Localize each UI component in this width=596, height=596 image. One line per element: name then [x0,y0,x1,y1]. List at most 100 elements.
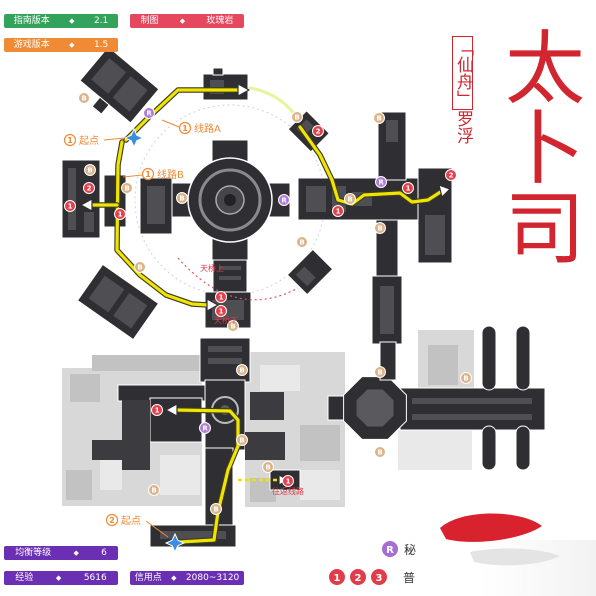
badge-label: 制图 [140,16,159,26]
b-marker: B [374,222,386,234]
badge-label: 经验 [15,573,34,583]
sparkle-icon [123,127,145,149]
r-marker: R [375,176,387,188]
marker-label: B [377,449,382,457]
callout-text: 线路A [194,122,221,135]
marker-label: 1 [155,407,160,415]
badge-value: 5616 [83,573,107,583]
marker-label: R [146,110,152,118]
optional-route-arc [248,86,298,118]
lower-district [62,337,347,548]
route-a [123,83,451,207]
badge-value: 2.1 [93,16,109,26]
marker-label: 1 [118,211,123,219]
marker-label: B [87,167,92,175]
badge-value: 玫瑰岩 [206,16,234,26]
badge-value: 2080~3120 [185,573,240,583]
badge-label: 信用点 [134,573,162,583]
badge-label: 指南版本 [13,16,50,26]
arrowhead-icon [80,198,93,212]
badge-label: 游戏版本 [13,40,50,50]
bridge-upper-label: 天桥上 [200,263,224,273]
callout-number: 1 [145,170,151,179]
arrowhead-icon [206,298,219,312]
red-number-marker: 1 [282,475,294,487]
marker-label: 2 [87,185,92,193]
marker-label: R [202,425,208,433]
marker-label: R [281,197,287,205]
b-marker: B [373,112,385,124]
marker-label: B [377,369,382,377]
marker-label: 1 [219,308,224,316]
callout-number: 1 [182,124,188,133]
marker-label: B [124,185,129,193]
red-number-marker: 1 [215,291,227,303]
b-marker: B [236,364,248,376]
arrowhead-icon [438,184,451,198]
route-a-callout: 1 线路A [161,119,221,135]
stamp-rest: 罗浮 [453,110,473,144]
badge-value: 1.5 [93,40,109,50]
legend-number: 1 [334,573,341,584]
bridge-dotted-line [177,257,299,301]
b-marker: B [84,164,96,176]
marker-label: B [299,239,304,247]
stamp-bracketed: 「仙舟」 [452,36,473,110]
marker-label: B [230,323,235,331]
badge-label: 均衡等级 [15,548,52,558]
red-number-marker: 1 [64,200,76,212]
marker-label: B [463,375,468,383]
arrowhead-icon [237,83,250,97]
marker-label: B [213,506,218,514]
legend-number-text: 普 [403,571,415,585]
east-district [343,217,546,471]
equilibrium-level-badge: 均衡等级 ◆ 6 [4,546,118,560]
marker-label: B [294,114,299,122]
red-number-marker: 1 [215,305,227,317]
marker-label: 2 [316,128,321,136]
b-marker: B [227,320,239,332]
marker-label: B [376,115,381,123]
legend-number: 2 [355,573,362,584]
b-marker: B [374,366,386,378]
diamond-icon: ◆ [69,17,75,25]
marker-label: B [347,196,352,204]
bridge-lower-label: 天桥下 [214,315,238,325]
marker-label: B [137,264,142,272]
page-title: 太卜司 [492,26,585,266]
callout-text: 起点 [121,515,141,527]
b-marker: B [148,484,160,496]
b-marker: B [134,261,146,273]
red-number-marker: 2 [312,125,324,137]
upper-district [61,46,453,341]
diamond-icon: ◆ [171,574,177,582]
marker-label: B [239,437,244,445]
marker-label: R [378,179,384,187]
route-b-callout: 1 线路B [122,167,184,181]
sparkle-icon [164,532,186,554]
legend-r-badge [382,541,398,557]
marker-label: 2 [449,172,454,180]
diamond-icon: ◆ [55,574,62,582]
b-marker: B [121,182,133,194]
b-marker: B [460,372,472,384]
cartographer-badge: 制图 ◆ 玫瑰岩 [130,14,244,28]
b-marker: B [296,236,308,248]
round-trip-label: 往返线路 [272,486,304,496]
start-1-callout: 1 起点 [63,133,126,147]
b-marker: B [176,192,188,204]
callout-text: 起点 [79,135,99,147]
diamond-icon: ◆ [179,17,186,25]
diamond-icon: ◆ [69,41,75,49]
b-marker: B [291,111,303,123]
red-number-marker: 1 [332,205,344,217]
start-2-callout: 2 起点 [105,513,169,538]
legend-number-badge [329,569,345,585]
legend-r-text: 秘 [404,543,416,557]
b-marker: B [262,461,274,473]
guide-version-badge: 指南版本 ◆ 2.1 [4,14,118,28]
marker-label: 1 [406,185,411,193]
route-b [80,139,219,312]
